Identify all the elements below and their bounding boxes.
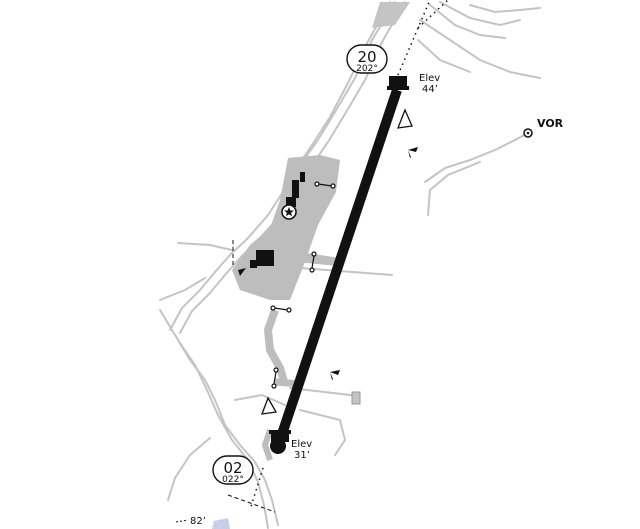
main-road-west <box>169 1 396 331</box>
runway <box>269 76 409 454</box>
hangar-2 <box>300 172 305 182</box>
windcone-icon <box>330 370 340 380</box>
south-road-2 <box>159 309 269 529</box>
runway-20-threshold-bar <box>387 86 409 90</box>
apron-area <box>232 155 340 300</box>
runway-20-label: 20 202° <box>346 44 388 74</box>
coast-line-sw-2 <box>234 393 286 406</box>
buildings <box>250 172 361 405</box>
runway-02-number: 02 <box>223 459 242 477</box>
taxiway-south-end <box>261 429 273 461</box>
windcone-icons <box>330 147 418 380</box>
runway-02-elev-label: Elev <box>291 439 312 450</box>
coast-line-sw <box>167 437 211 501</box>
taxiway-connector-north <box>320 176 334 192</box>
west-spur <box>177 242 233 251</box>
north-apron-fill <box>372 2 410 28</box>
taxiway-markers <box>270 181 336 389</box>
ne-road-4 <box>469 4 541 14</box>
small-building-east <box>351 391 361 405</box>
runway-20-number: 20 <box>357 48 376 66</box>
terrain-obstacle-fill <box>212 518 230 529</box>
coast-road <box>294 1 391 171</box>
ne-road-5 <box>417 39 471 73</box>
south-east-road-2 <box>299 409 347 456</box>
traffic-indicator-south <box>261 396 278 415</box>
runway-20-threshold <box>389 76 407 88</box>
vor-access-2 <box>427 161 481 216</box>
runway-02-end-dot <box>270 438 286 454</box>
runway-body <box>275 88 402 442</box>
control-tower-icon <box>281 204 297 220</box>
west-spur-2 <box>159 277 206 301</box>
ne-road-1 <box>419 19 541 79</box>
runway-20-elev-value: 44’ <box>422 84 438 95</box>
taxiway-south-curve <box>263 308 289 387</box>
ne-road-3 <box>439 1 521 27</box>
runway-02-threshold <box>271 434 289 442</box>
runway-02-heading: 022° <box>222 475 244 485</box>
airport-east-road <box>299 267 393 276</box>
terminal-building <box>256 250 274 266</box>
runway-02-threshold-bar <box>269 430 291 434</box>
approach-lines <box>249 0 449 511</box>
taxiway-connector-mid <box>296 252 340 266</box>
ne-road-2 <box>429 4 506 39</box>
vor-icon <box>523 128 533 138</box>
runway-20-elev-label: Elev <box>419 73 440 84</box>
windcone-icon <box>408 147 418 158</box>
runway-20-heading: 202° <box>356 64 378 74</box>
hangar-1 <box>292 180 299 198</box>
terrain-elevation-leader <box>175 519 189 523</box>
runway-02-elev-value: 31’ <box>294 450 310 461</box>
runway-02-label: 02 022° <box>212 455 254 485</box>
boundary-lines <box>227 240 276 513</box>
approach-line-north-2 <box>417 0 449 29</box>
vor-label: VOR <box>537 117 564 130</box>
hangar-3 <box>286 197 296 207</box>
arrow-marker <box>238 268 246 276</box>
terrain-elevation: 82’ <box>190 516 206 527</box>
traffic-pattern-indicators <box>261 108 413 415</box>
terminal-annex <box>250 260 257 268</box>
traffic-indicator-north <box>396 108 413 129</box>
roads <box>159 1 541 529</box>
vor-access <box>424 132 529 183</box>
